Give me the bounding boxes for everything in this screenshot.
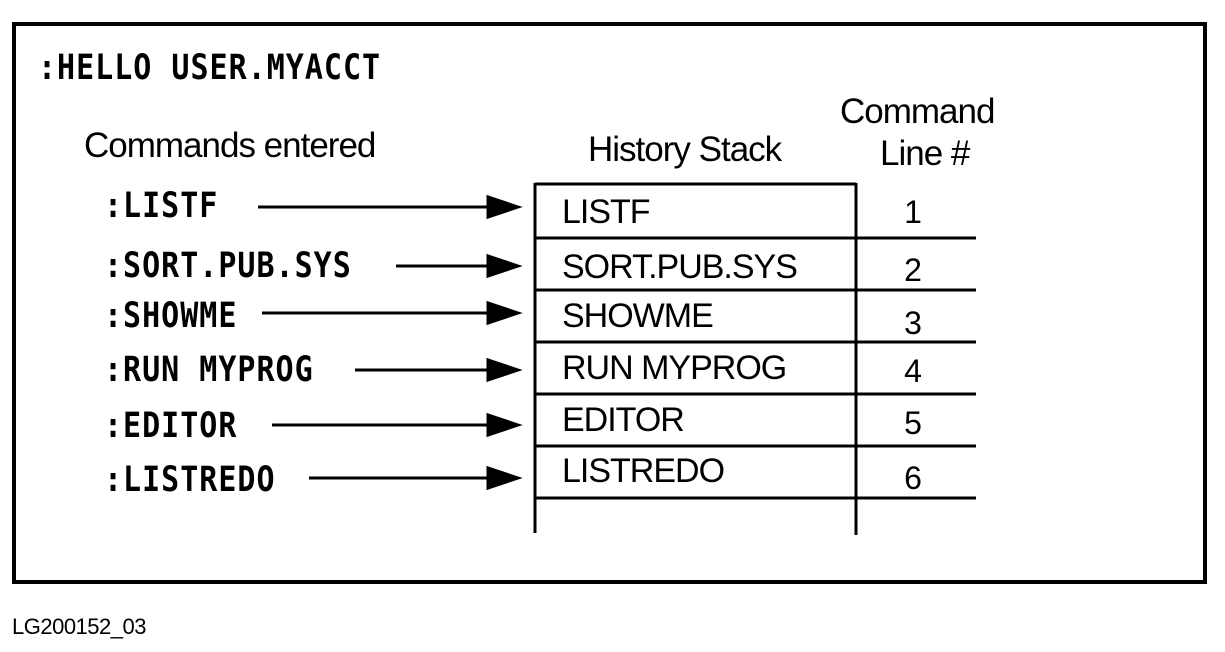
commands-entered-header: Commands entered <box>84 126 376 165</box>
command-line-header-top: Command <box>840 92 995 131</box>
stack-entry: LISTF <box>562 193 651 231</box>
stack-entry: SHOWME <box>562 297 714 335</box>
line-number: 2 <box>904 252 922 288</box>
line-number: 5 <box>904 405 922 441</box>
command-line-header-bottom: Line # <box>880 134 970 173</box>
line-number: 1 <box>904 194 922 230</box>
figure-caption: LG200152_03 <box>12 614 146 639</box>
command-entered: :SHOWME <box>104 296 238 337</box>
command-entered: :EDITOR <box>104 406 238 447</box>
command-entered: :SORT.PUB.SYS <box>104 246 352 287</box>
command-entered: :LISTREDO <box>104 460 276 501</box>
arrow-5-head <box>486 412 523 438</box>
stack-entry: RUN MYPROG <box>562 349 787 387</box>
arrow-2-head <box>486 253 523 279</box>
diagram-frame <box>12 22 1207 584</box>
line-number: 6 <box>904 460 922 496</box>
arrow-6-head <box>486 465 523 491</box>
arrow-1-head <box>486 194 523 220</box>
login-command: :HELLO USER.MYACCT <box>38 48 382 89</box>
stack-entry: EDITOR <box>562 401 685 439</box>
arrow-3-head <box>486 300 523 326</box>
stack-entry: LISTREDO <box>562 452 725 490</box>
stack-entry: SORT.PUB.SYS <box>562 248 798 286</box>
line-number: 3 <box>904 305 922 341</box>
command-entered: :LISTF <box>104 186 219 227</box>
command-entered: :RUN MYPROG <box>104 350 314 391</box>
arrow-4-head <box>486 357 523 383</box>
history-stack-header: History Stack <box>588 130 782 169</box>
line-number: 4 <box>904 353 922 389</box>
